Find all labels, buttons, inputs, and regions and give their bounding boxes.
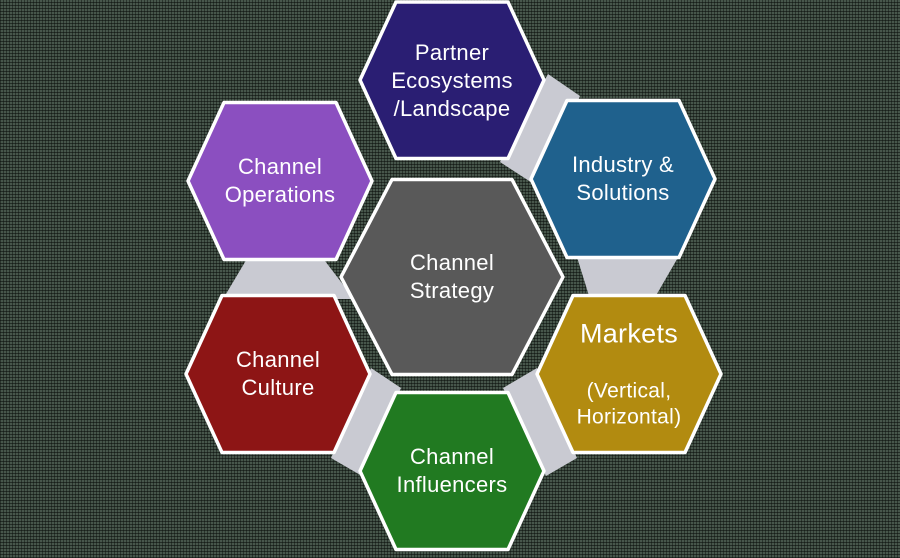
connector-markets-to-influencers	[503, 368, 577, 476]
connector-influencers-to-culture	[331, 368, 401, 476]
hexagon-channel-influencers	[358, 390, 546, 552]
hexagon-channel-operations	[186, 100, 374, 262]
hexagon-industry-solutions	[529, 98, 717, 260]
connector-industry-to-markets	[576, 254, 680, 299]
connector-partner-to-industry	[500, 74, 580, 188]
connector-culture-to-operations	[223, 257, 354, 299]
hexagon-channel-strategy	[339, 177, 565, 377]
hexagon-partner-ecosystems	[358, 0, 546, 161]
hexagon-markets	[535, 293, 723, 455]
hexagon-channel-culture	[184, 293, 372, 455]
